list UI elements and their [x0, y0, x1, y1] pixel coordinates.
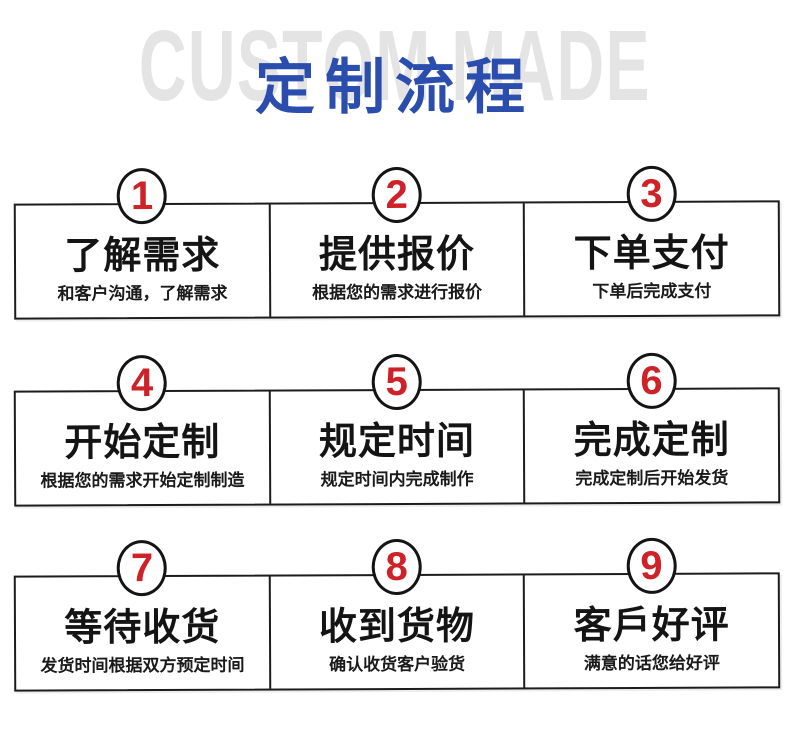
- step-cell-3: 3 下单支付 下单后完成支付: [523, 165, 779, 316]
- process-row-3: 7 等待收货 发货时间根据双方预定时间 8 收到货物 确认收货客户验货 9 客戶…: [13, 537, 781, 692]
- step-cell-8: 8 收到货物 确认收货客户验货: [268, 538, 524, 689]
- step-title: 规定时间: [318, 420, 476, 464]
- step-title: 下单支付: [573, 232, 730, 276]
- step-number-badge: 7: [116, 540, 168, 597]
- step-cell-9: 9 客戶好评 满意的话您给好评: [523, 537, 779, 688]
- step-number: 5: [385, 359, 408, 405]
- step-number-badge: 5: [371, 353, 422, 411]
- process-row-1: 1 了解需求 和客户沟通，了解需求 2 提供报价 根据您的需求进行报价 3 下单…: [13, 165, 781, 320]
- step-number-badge: 1: [116, 168, 168, 225]
- process-row-2: 4 开始定制 根据您的需求开始定制制造 5 规定时间 规定时间内完成制作 6 完…: [13, 352, 781, 507]
- step-number: 4: [130, 361, 154, 406]
- step-number: 1: [130, 174, 154, 219]
- step-cell-4: 4 开始定制 根据您的需求开始定制制造: [16, 355, 269, 505]
- step-number-badge: 4: [116, 355, 168, 412]
- page-title: 定制流程: [255, 54, 535, 121]
- step-number-badge: 8: [371, 538, 422, 596]
- step-number-badge: 3: [626, 165, 677, 222]
- step-subtitle: 完成定制后开始发货: [575, 468, 729, 489]
- step-title: 提供报价: [318, 233, 476, 277]
- step-title: 收到货物: [318, 605, 476, 649]
- step-number: 6: [640, 358, 663, 403]
- step-number-badge: 2: [371, 166, 422, 224]
- step-subtitle: 和客户沟通，了解需求: [57, 283, 228, 304]
- watermark-label: CUSTOM MADE: [139, 10, 651, 122]
- step-number: 8: [385, 544, 408, 590]
- step-title: 开始定制: [64, 421, 221, 465]
- step-cell-2: 2 提供报价 根据您的需求进行报价: [268, 166, 524, 317]
- step-cell-7: 7 等待收货 发货时间根据双方预定时间: [16, 540, 269, 690]
- step-title: 等待收货: [64, 606, 221, 650]
- step-subtitle: 下单后完成支付: [592, 281, 712, 302]
- step-subtitle: 确认收货客户验货: [329, 654, 466, 675]
- step-subtitle: 规定时间内完成制作: [320, 469, 474, 490]
- step-cell-1: 1 了解需求 和客户沟通，了解需求: [16, 168, 269, 318]
- step-number-badge: 9: [626, 537, 677, 594]
- step-title: 了解需求: [64, 234, 221, 278]
- step-cell-6: 6 完成定制 完成定制后开始发货: [523, 352, 779, 503]
- step-number: 3: [640, 171, 663, 216]
- step-number: 2: [385, 172, 408, 218]
- step-subtitle: 满意的话您给好评: [583, 653, 720, 674]
- step-title: 客戶好评: [573, 604, 730, 648]
- watermark-text: CUSTOM MADE: [0, 16, 790, 116]
- step-subtitle: 根据您的需求进行报价: [312, 282, 483, 303]
- step-number-badge: 6: [626, 352, 677, 409]
- step-title: 完成定制: [573, 419, 730, 463]
- step-number: 7: [130, 546, 154, 591]
- step-cell-5: 5 规定时间 规定时间内完成制作: [268, 353, 524, 504]
- step-number: 9: [640, 543, 663, 588]
- step-subtitle: 根据您的需求开始定制制造: [40, 470, 245, 491]
- step-subtitle: 发货时间根据双方预定时间: [40, 655, 245, 676]
